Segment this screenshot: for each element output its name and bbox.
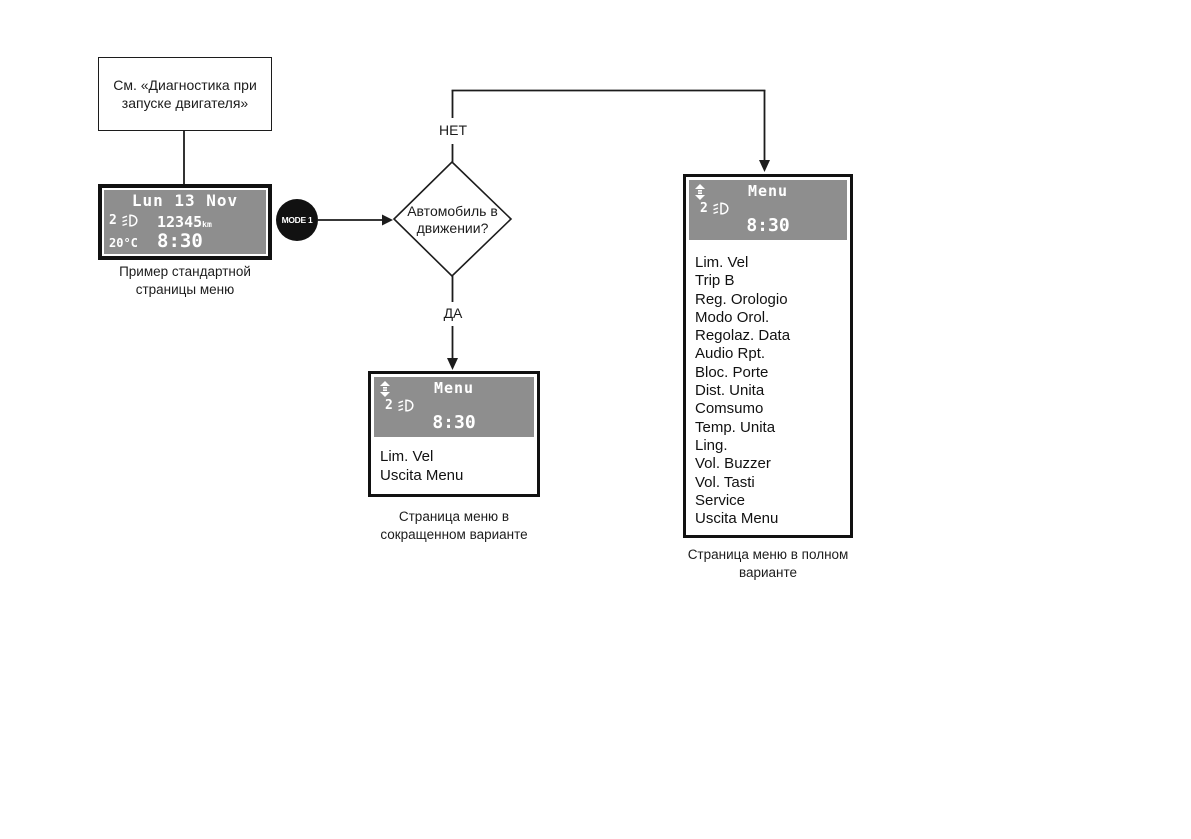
menu-item: Ling. (695, 436, 728, 454)
full-menu-caption: Страница меню в полном варианте (687, 547, 849, 580)
menu-item: Uscita Menu (380, 467, 464, 484)
display-odometer: 12345km (157, 213, 212, 231)
full-menu-display: Menu 2 8:30 (689, 180, 847, 240)
display-temperature: 20°C (109, 236, 138, 250)
menu-item: Vol. Tasti (695, 473, 755, 491)
menu-item: Lim. Vel (380, 448, 434, 465)
display-time: 8:30 (746, 215, 790, 236)
scroll-indicator-icon (380, 381, 390, 397)
menu-title: Menu (433, 379, 475, 397)
decision-question: Автомобиль в движении? (407, 203, 498, 236)
menu-item: Comsumo (695, 400, 764, 418)
menu-item: Vol. Buzzer (695, 455, 771, 473)
gear-number: 2 (700, 201, 708, 216)
standard-display-screen: Lun 13 Nov 2 12345km 20°C 8:30 (104, 190, 266, 254)
menu-item: Service (695, 491, 746, 509)
gear-number: 2 (109, 213, 117, 228)
short-menu-display: Menu 2 8:30 (374, 377, 534, 437)
display-gear-indicator: 2 (385, 398, 414, 413)
menu-item: Modo Orol. (695, 308, 770, 326)
odometer-unit: km (202, 220, 212, 229)
headlight-icon (713, 202, 729, 215)
menu-item: Audio Rpt. (695, 345, 766, 363)
menu-item: Trip B (695, 272, 735, 290)
reference-note-box: См. «Диагностика при запуске двигателя» (98, 57, 272, 131)
display-time: 8:30 (157, 230, 203, 252)
branch-label-yes: ДА (443, 305, 463, 321)
menu-item: Dist. Unita (695, 382, 765, 400)
menu-item: Reg. Orologio (695, 290, 788, 308)
standard-display-caption: Пример стандартной страницы меню (119, 264, 251, 297)
arrowhead-into-short-menu (447, 358, 458, 370)
gear-number: 2 (385, 398, 393, 413)
branch-label-no: НЕТ (439, 122, 467, 138)
mode-button-label: MODE 1 (281, 215, 313, 225)
scroll-indicator-icon (695, 184, 705, 200)
display-gear-indicator: 2 (109, 213, 138, 228)
arrowhead-into-full-menu (759, 160, 770, 172)
display-gear-indicator: 2 (700, 201, 729, 216)
headlight-icon (122, 214, 138, 227)
reference-note-text: См. «Диагностика при запуске двигателя» (113, 77, 257, 111)
menu-item: Bloc. Porte (695, 363, 769, 381)
menu-item: Regolaz. Data (695, 327, 791, 345)
menu-item: Lim. Vel (695, 254, 749, 271)
short-menu-caption: Страница меню в сокращенном варианте (380, 509, 528, 542)
arrowhead-into-decision (382, 214, 393, 226)
menu-item: Uscita Menu (695, 510, 779, 528)
standard-page-display: Lun 13 Nov 2 12345km 20°C 8:30 (98, 184, 272, 260)
odometer-value: 12345 (157, 213, 203, 231)
menu-title: Menu (747, 182, 789, 200)
menu-item: Temp. Unita (695, 418, 776, 436)
display-time: 8:30 (432, 412, 476, 433)
display-date: Lun 13 Nov (131, 191, 239, 210)
mode-button: MODE 1 (276, 199, 318, 241)
headlight-icon (398, 399, 414, 412)
